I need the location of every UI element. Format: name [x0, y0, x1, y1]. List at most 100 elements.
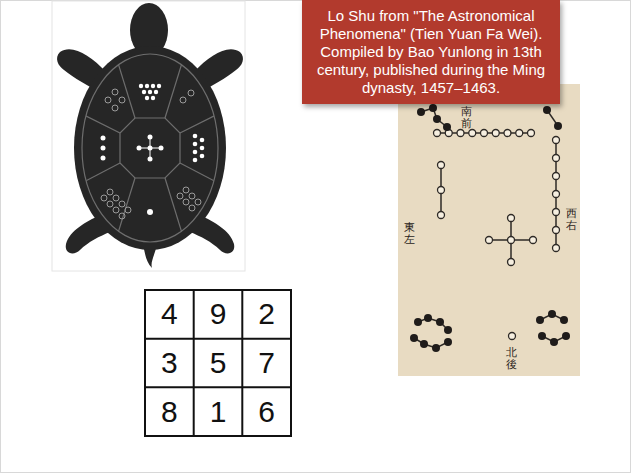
direction-label: 西右: [566, 208, 577, 232]
dot: [183, 199, 189, 205]
yang-dot: [553, 137, 560, 144]
direction-label: 南前: [461, 106, 472, 130]
yang-dot: [486, 237, 493, 244]
yang-dot: [438, 212, 445, 219]
shell-divider: [165, 50, 186, 118]
magic-square-grid: [145, 290, 291, 436]
yin-dot: [543, 106, 551, 114]
yang-dot: [553, 173, 560, 180]
dot: [107, 201, 113, 207]
shell-white-dots: [101, 84, 205, 215]
shell-divider: [180, 112, 222, 133]
grid-line: [241, 290, 243, 436]
dot: [193, 134, 198, 139]
dot: [113, 207, 119, 213]
dot: [148, 90, 152, 94]
yin-dot: [550, 338, 558, 346]
yin-dot: [424, 314, 432, 322]
yin-dot: [443, 123, 451, 131]
dot: [193, 142, 198, 147]
caption-box: Lo Shu from "The Astronomical Phenomena"…: [302, 0, 560, 104]
grid-number: 6: [242, 387, 291, 436]
yin-dot: [417, 108, 425, 116]
dot: [157, 84, 161, 88]
yin-dot: [429, 104, 437, 112]
dot: [188, 90, 194, 96]
dot: [113, 195, 119, 201]
dot: [193, 158, 198, 163]
shell-hollow-dots: [101, 89, 201, 219]
yang-dot: [508, 259, 515, 266]
dot: [147, 209, 153, 215]
shell-segments: [78, 50, 222, 246]
yin-dot: [444, 338, 452, 346]
yang-dot: [553, 227, 560, 234]
dot-link: [414, 338, 448, 348]
dot: [200, 138, 205, 143]
dot: [183, 187, 189, 193]
yin-dot: [536, 316, 544, 324]
yin-dot: [432, 344, 440, 352]
shell-divider: [165, 178, 186, 246]
dot: [148, 157, 153, 162]
yang-dot: [553, 245, 560, 252]
dot: [195, 199, 201, 205]
dot: [159, 146, 164, 151]
dot: [148, 146, 153, 151]
dot: [101, 195, 107, 201]
dot: [119, 97, 125, 103]
dot: [112, 89, 118, 95]
yin-dot: [538, 332, 546, 340]
shell-divider: [78, 112, 120, 133]
shell-divider: [114, 50, 135, 118]
dot: [119, 201, 125, 207]
dot-links: [414, 108, 566, 348]
yang-dot: [504, 130, 511, 137]
dot: [119, 213, 125, 219]
dot: [180, 97, 186, 103]
dot: [193, 150, 198, 155]
grid-number: 2: [242, 290, 291, 339]
caption-text: Lo Shu from "The Astronomical Phenomena"…: [312, 7, 550, 97]
lo-shu-illustration: [398, 84, 580, 376]
shell-divider: [180, 163, 222, 185]
yin-dot: [560, 316, 568, 324]
dot: [101, 156, 106, 161]
direction-label: 東左: [404, 222, 415, 246]
yang-dot: [469, 130, 476, 137]
yang-dot: [438, 162, 445, 169]
grid-number: 9: [194, 290, 243, 339]
dot-link: [418, 318, 448, 330]
yin-dot: [554, 122, 562, 130]
yang-dot: [508, 215, 515, 222]
dot: [142, 90, 146, 94]
direction-label: 北後: [506, 347, 517, 371]
dot: [101, 136, 106, 141]
yin-dot: [433, 115, 441, 123]
yang-dot: [457, 130, 464, 137]
yang-dot: [492, 130, 499, 137]
dot: [145, 96, 149, 100]
shell-center: [120, 118, 180, 178]
yang-dot: [438, 187, 445, 194]
turtle-body: [57, 3, 243, 268]
paper-background: [398, 84, 580, 376]
dot: [200, 154, 205, 159]
dot: [151, 96, 155, 100]
grid-number: 1: [194, 387, 243, 436]
dot: [189, 205, 195, 211]
turtle-shell: [74, 46, 226, 250]
dot: [112, 105, 118, 111]
yin-dot: [548, 310, 556, 318]
yang-dot: [553, 209, 560, 216]
yang-dot: [516, 130, 523, 137]
grid-number: 5: [194, 339, 243, 388]
dot: [137, 146, 142, 151]
yin-dot: [562, 332, 570, 340]
yang-dot: [530, 237, 537, 244]
dot: [145, 84, 149, 88]
grid-number: 3: [145, 339, 194, 388]
grid-line: [145, 338, 291, 340]
